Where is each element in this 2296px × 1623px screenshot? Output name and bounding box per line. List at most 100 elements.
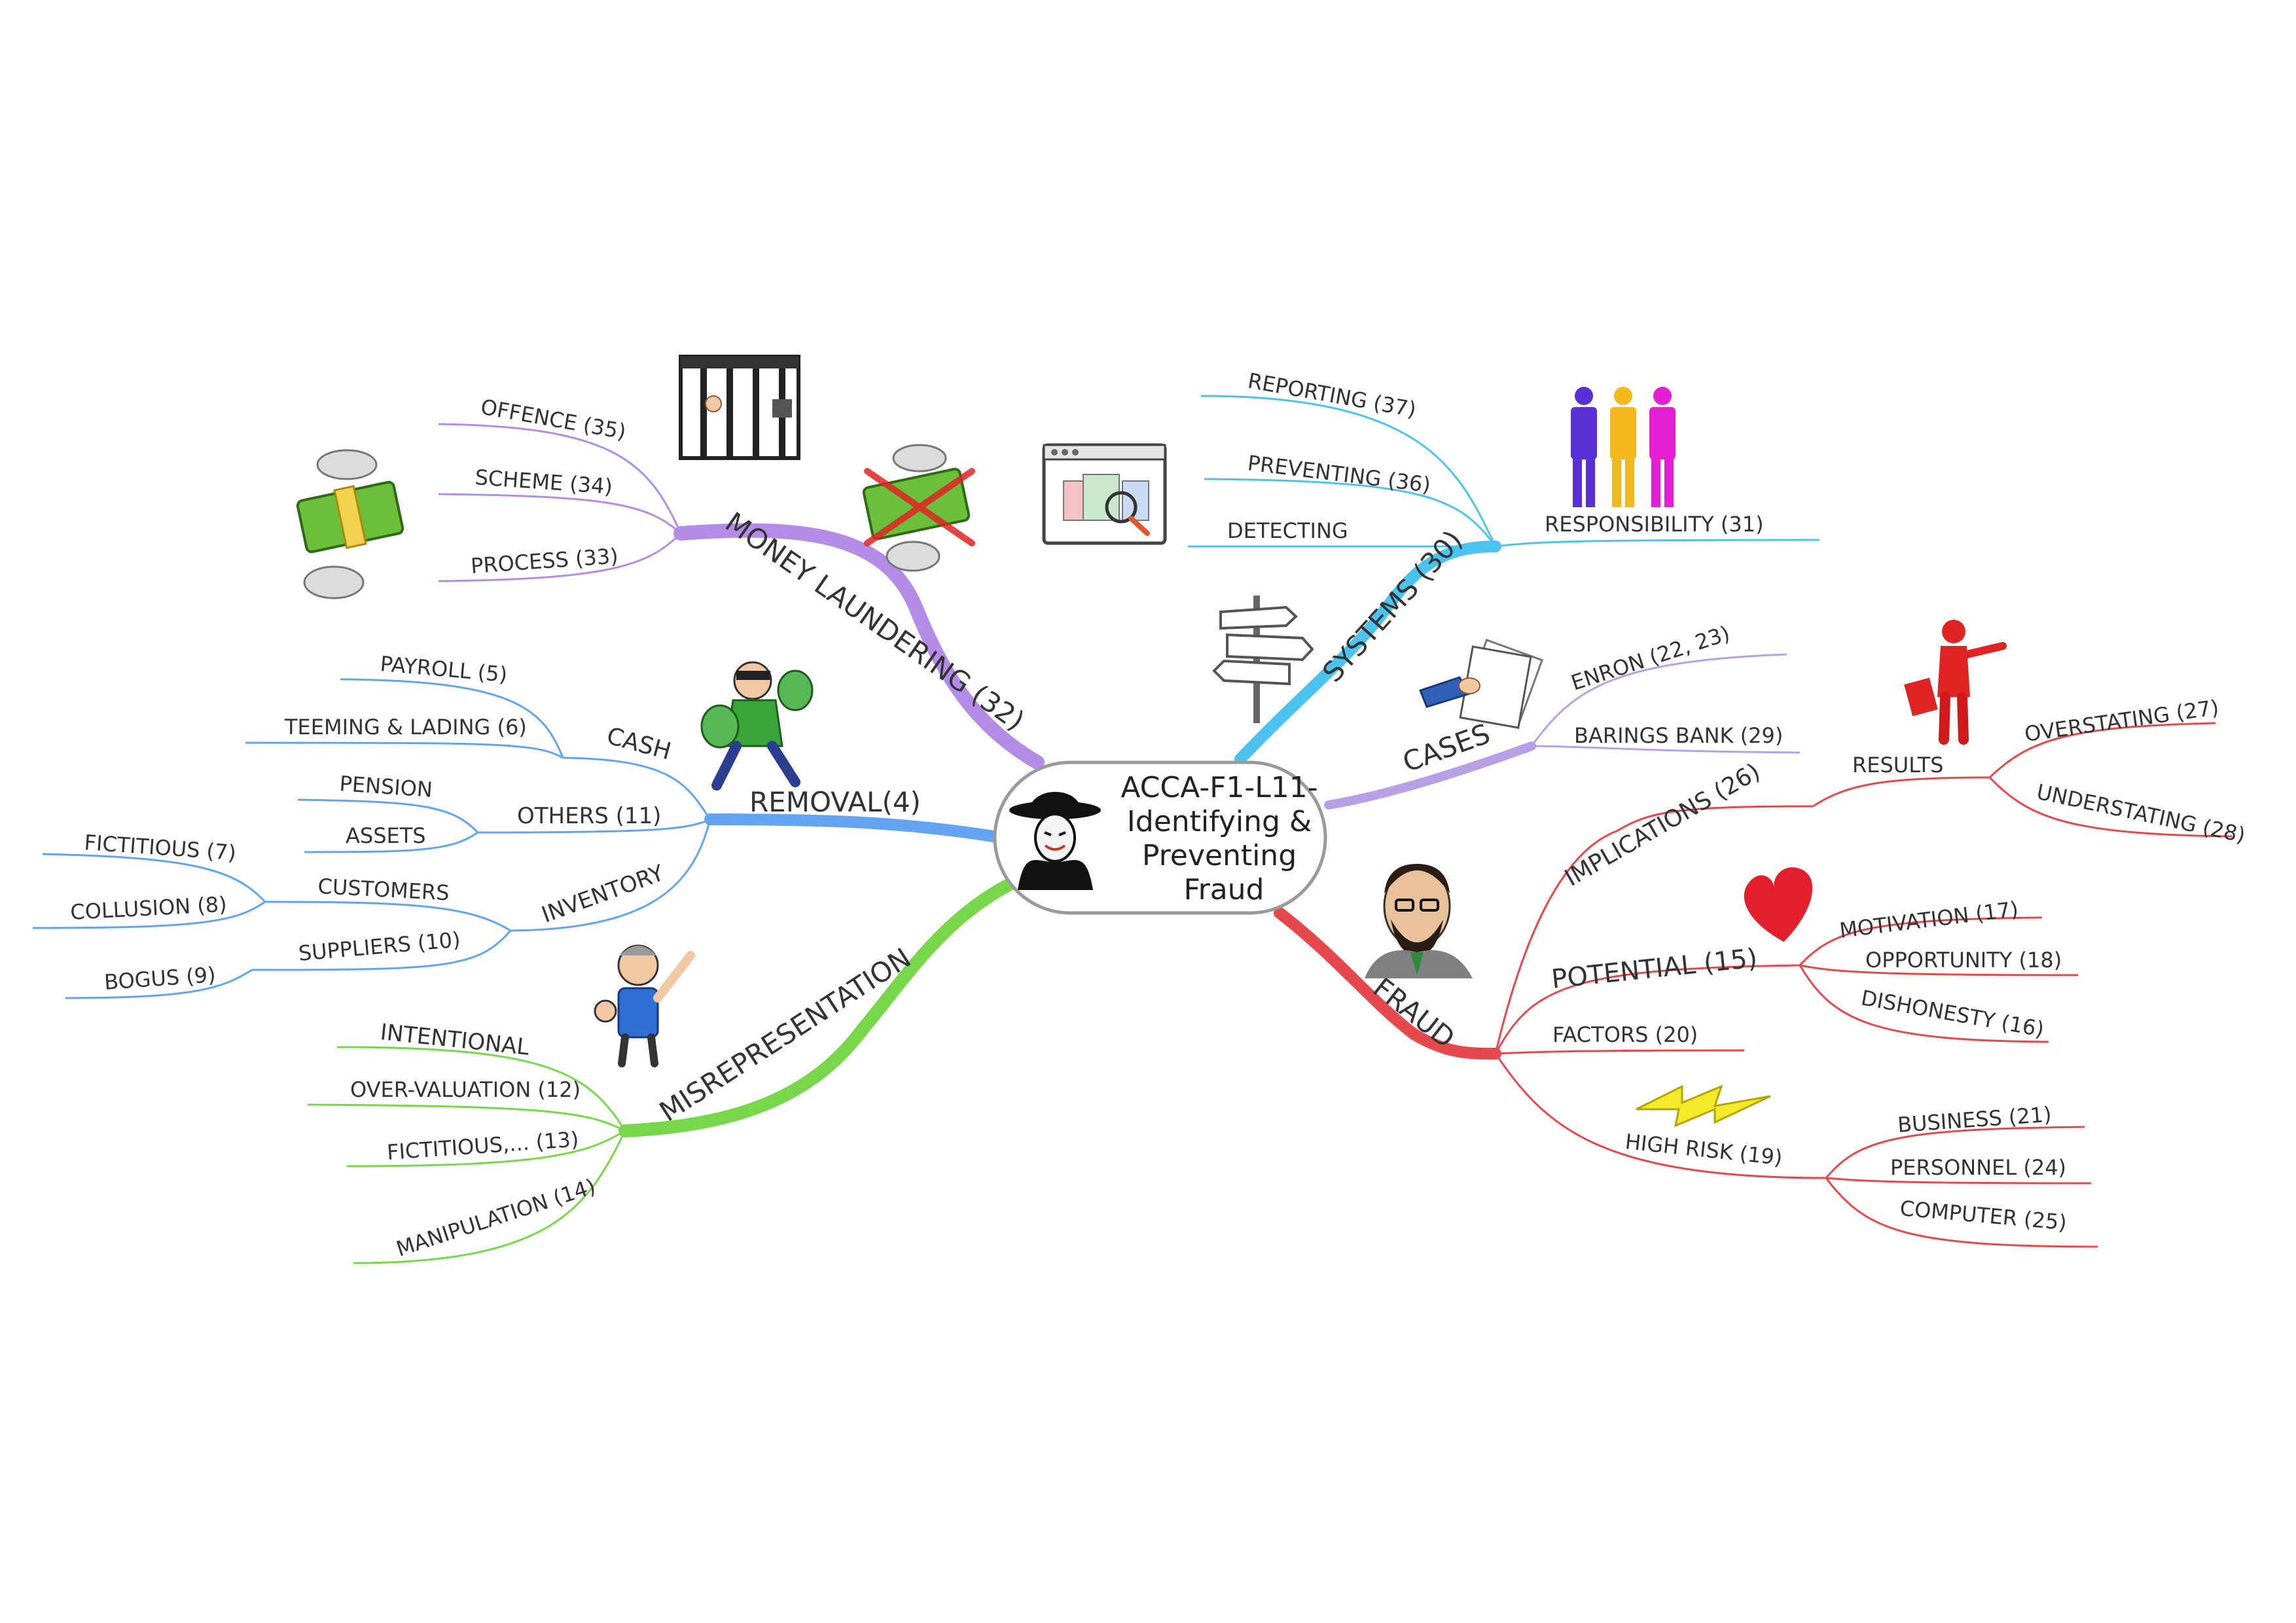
label-high-risk[interactable]: HIGH RISK (19) bbox=[1624, 1129, 1784, 1170]
label-assets[interactable]: ASSETS bbox=[346, 823, 426, 848]
line-fictitious bbox=[42, 853, 266, 903]
central-line-4: Fraud bbox=[1184, 873, 1265, 906]
line-inventory bbox=[510, 819, 711, 932]
line-overstating bbox=[1988, 722, 2216, 779]
label-business[interactable]: BUSINESS (21) bbox=[1897, 1102, 2053, 1137]
masked-fraudster-icon bbox=[1009, 792, 1101, 890]
label-results[interactable]: RESULTS bbox=[1852, 753, 1943, 777]
label-factors[interactable]: FACTORS (20) bbox=[1552, 1022, 1698, 1047]
label-motivation[interactable]: MOTIVATION (17) bbox=[1838, 897, 2020, 943]
branch-misrepresentation bbox=[619, 874, 1024, 1137]
line-manipulation bbox=[353, 1130, 626, 1264]
central-node[interactable]: ACCA-F1-L11- Identifying & Preventing Fr… bbox=[993, 760, 1327, 915]
line-scheme bbox=[438, 493, 682, 535]
line-enron bbox=[1530, 653, 1787, 747]
label-preventing[interactable]: PREVENTING (36) bbox=[1246, 450, 1432, 497]
label-understating[interactable]: UNDERSTATING (28) bbox=[2034, 779, 2248, 848]
line-implications bbox=[1494, 805, 1814, 1054]
line-bogus bbox=[65, 969, 253, 999]
sub-branches bbox=[32, 395, 2233, 1264]
salesman-thumbs-up-icon bbox=[594, 944, 695, 1067]
svg-text:ACCA-F1-L11- Identifying: ACCA-F1-L11- Identifying & Preventing Fr… bbox=[1121, 771, 1327, 906]
line-process bbox=[438, 532, 682, 582]
label-inventory[interactable]: INVENTORY bbox=[538, 860, 667, 928]
label-pension[interactable]: PENSION bbox=[338, 771, 433, 802]
label-removal[interactable]: REMOVAL(4) bbox=[749, 786, 921, 818]
line-intentional bbox=[336, 1046, 626, 1132]
label-scheme[interactable]: SCHEME (34) bbox=[474, 465, 613, 499]
red-businessman-icon bbox=[1904, 620, 2007, 745]
label-enron[interactable]: ENRON (22, 23) bbox=[1568, 620, 1733, 695]
label-overvaluation[interactable]: OVER-VALUATION (12) bbox=[350, 1077, 581, 1102]
handing-document-icon bbox=[1419, 639, 1544, 729]
central-line-2: Identifying & bbox=[1127, 805, 1312, 838]
label-overstating[interactable]: OVERSTATING (27) bbox=[2023, 695, 2221, 747]
label-detecting[interactable]: DETECTING bbox=[1227, 518, 1348, 543]
label-suppliers[interactable]: SUPPLIERS (10) bbox=[297, 927, 461, 965]
line-others bbox=[477, 818, 711, 834]
jail-bars-icon bbox=[679, 355, 800, 460]
thief-with-money-bags-icon bbox=[700, 661, 814, 791]
label-personnel[interactable]: PERSONNEL (24) bbox=[1890, 1155, 2066, 1180]
line-computer bbox=[1825, 1177, 2098, 1248]
line-preventing bbox=[1204, 478, 1497, 547]
line-opportunity bbox=[1799, 964, 2079, 976]
label-opportunity[interactable]: OPPORTUNITY (18) bbox=[1865, 948, 2062, 972]
line-teeming bbox=[245, 741, 564, 759]
line-motivation bbox=[1799, 916, 2043, 967]
line-personnel bbox=[1825, 1177, 2092, 1185]
label-systems[interactable]: SYSTEMS (30) bbox=[1316, 524, 1469, 688]
line-potential bbox=[1494, 964, 1801, 1054]
label-implications[interactable]: IMPLICATIONS (26) bbox=[1560, 758, 1765, 892]
line-understating bbox=[1988, 776, 2233, 838]
label-offence[interactable]: OFFENCE (35) bbox=[479, 394, 628, 444]
label-teeming[interactable]: TEEMING & LADING (6) bbox=[284, 715, 527, 740]
branch-systems bbox=[1234, 541, 1501, 765]
line-high-risk bbox=[1494, 1053, 1827, 1179]
line-customers bbox=[264, 901, 511, 932]
icons bbox=[296, 355, 2007, 1128]
branch-cases bbox=[1324, 741, 1536, 810]
line-results bbox=[1812, 776, 1990, 808]
label-dishonesty[interactable]: DISHONESTY (16) bbox=[1859, 985, 2046, 1042]
label-collusion[interactable]: COLLUSION (8) bbox=[69, 892, 227, 925]
bearded-man-icon bbox=[1365, 864, 1473, 978]
line-suppliers bbox=[251, 930, 512, 971]
label-fictitious-13[interactable]: FICTITIOUS,... (13) bbox=[386, 1127, 580, 1165]
branch-fraud bbox=[1274, 907, 1501, 1060]
label-responsibility[interactable]: RESPONSIBILITY (31) bbox=[1545, 512, 1764, 537]
direction-signpost-icon bbox=[1212, 596, 1314, 723]
line-collusion bbox=[32, 901, 266, 929]
line-payroll bbox=[340, 678, 564, 758]
main-branches bbox=[619, 523, 1536, 1137]
label-cases[interactable]: CASES bbox=[1399, 717, 1494, 778]
label-reporting[interactable]: REPORTING (37) bbox=[1246, 368, 1418, 422]
line-factors bbox=[1495, 1049, 1745, 1055]
crossed-winged-money-icon bbox=[862, 444, 975, 572]
line-pension bbox=[297, 798, 479, 834]
label-customers[interactable]: CUSTOMERS bbox=[317, 874, 450, 905]
line-assets bbox=[304, 831, 478, 853]
line-business bbox=[1825, 1126, 2085, 1179]
label-others[interactable]: OTHERS (11) bbox=[517, 803, 661, 829]
business-people-icon bbox=[1571, 387, 1676, 507]
label-potential[interactable]: POTENTIAL (15) bbox=[1550, 943, 1759, 995]
central-line-3: Preventing bbox=[1142, 839, 1297, 872]
label-cash[interactable]: CASH bbox=[604, 722, 674, 765]
branch-removal bbox=[704, 813, 1007, 844]
line-fictitious-13 bbox=[346, 1130, 626, 1168]
lightning-bolt-icon bbox=[1636, 1084, 1771, 1128]
central-line-1: ACCA-F1-L11- bbox=[1121, 771, 1318, 804]
label-barings[interactable]: BARINGS BANK (29) bbox=[1574, 723, 1783, 748]
line-offence bbox=[438, 423, 682, 534]
line-barings bbox=[1531, 745, 1801, 754]
line-overvaluation bbox=[307, 1103, 626, 1132]
line-dishonesty bbox=[1799, 965, 2049, 1043]
red-heart-icon bbox=[1744, 867, 1813, 942]
magnifier-window-icon bbox=[1042, 443, 1167, 545]
label-intentional[interactable]: INTENTIONAL bbox=[379, 1019, 530, 1061]
label-process[interactable]: PROCESS (33) bbox=[470, 543, 619, 579]
label-fictitious[interactable]: FICTITIOUS (7) bbox=[83, 830, 237, 865]
label-computer[interactable]: COMPUTER (25) bbox=[1899, 1196, 2068, 1235]
